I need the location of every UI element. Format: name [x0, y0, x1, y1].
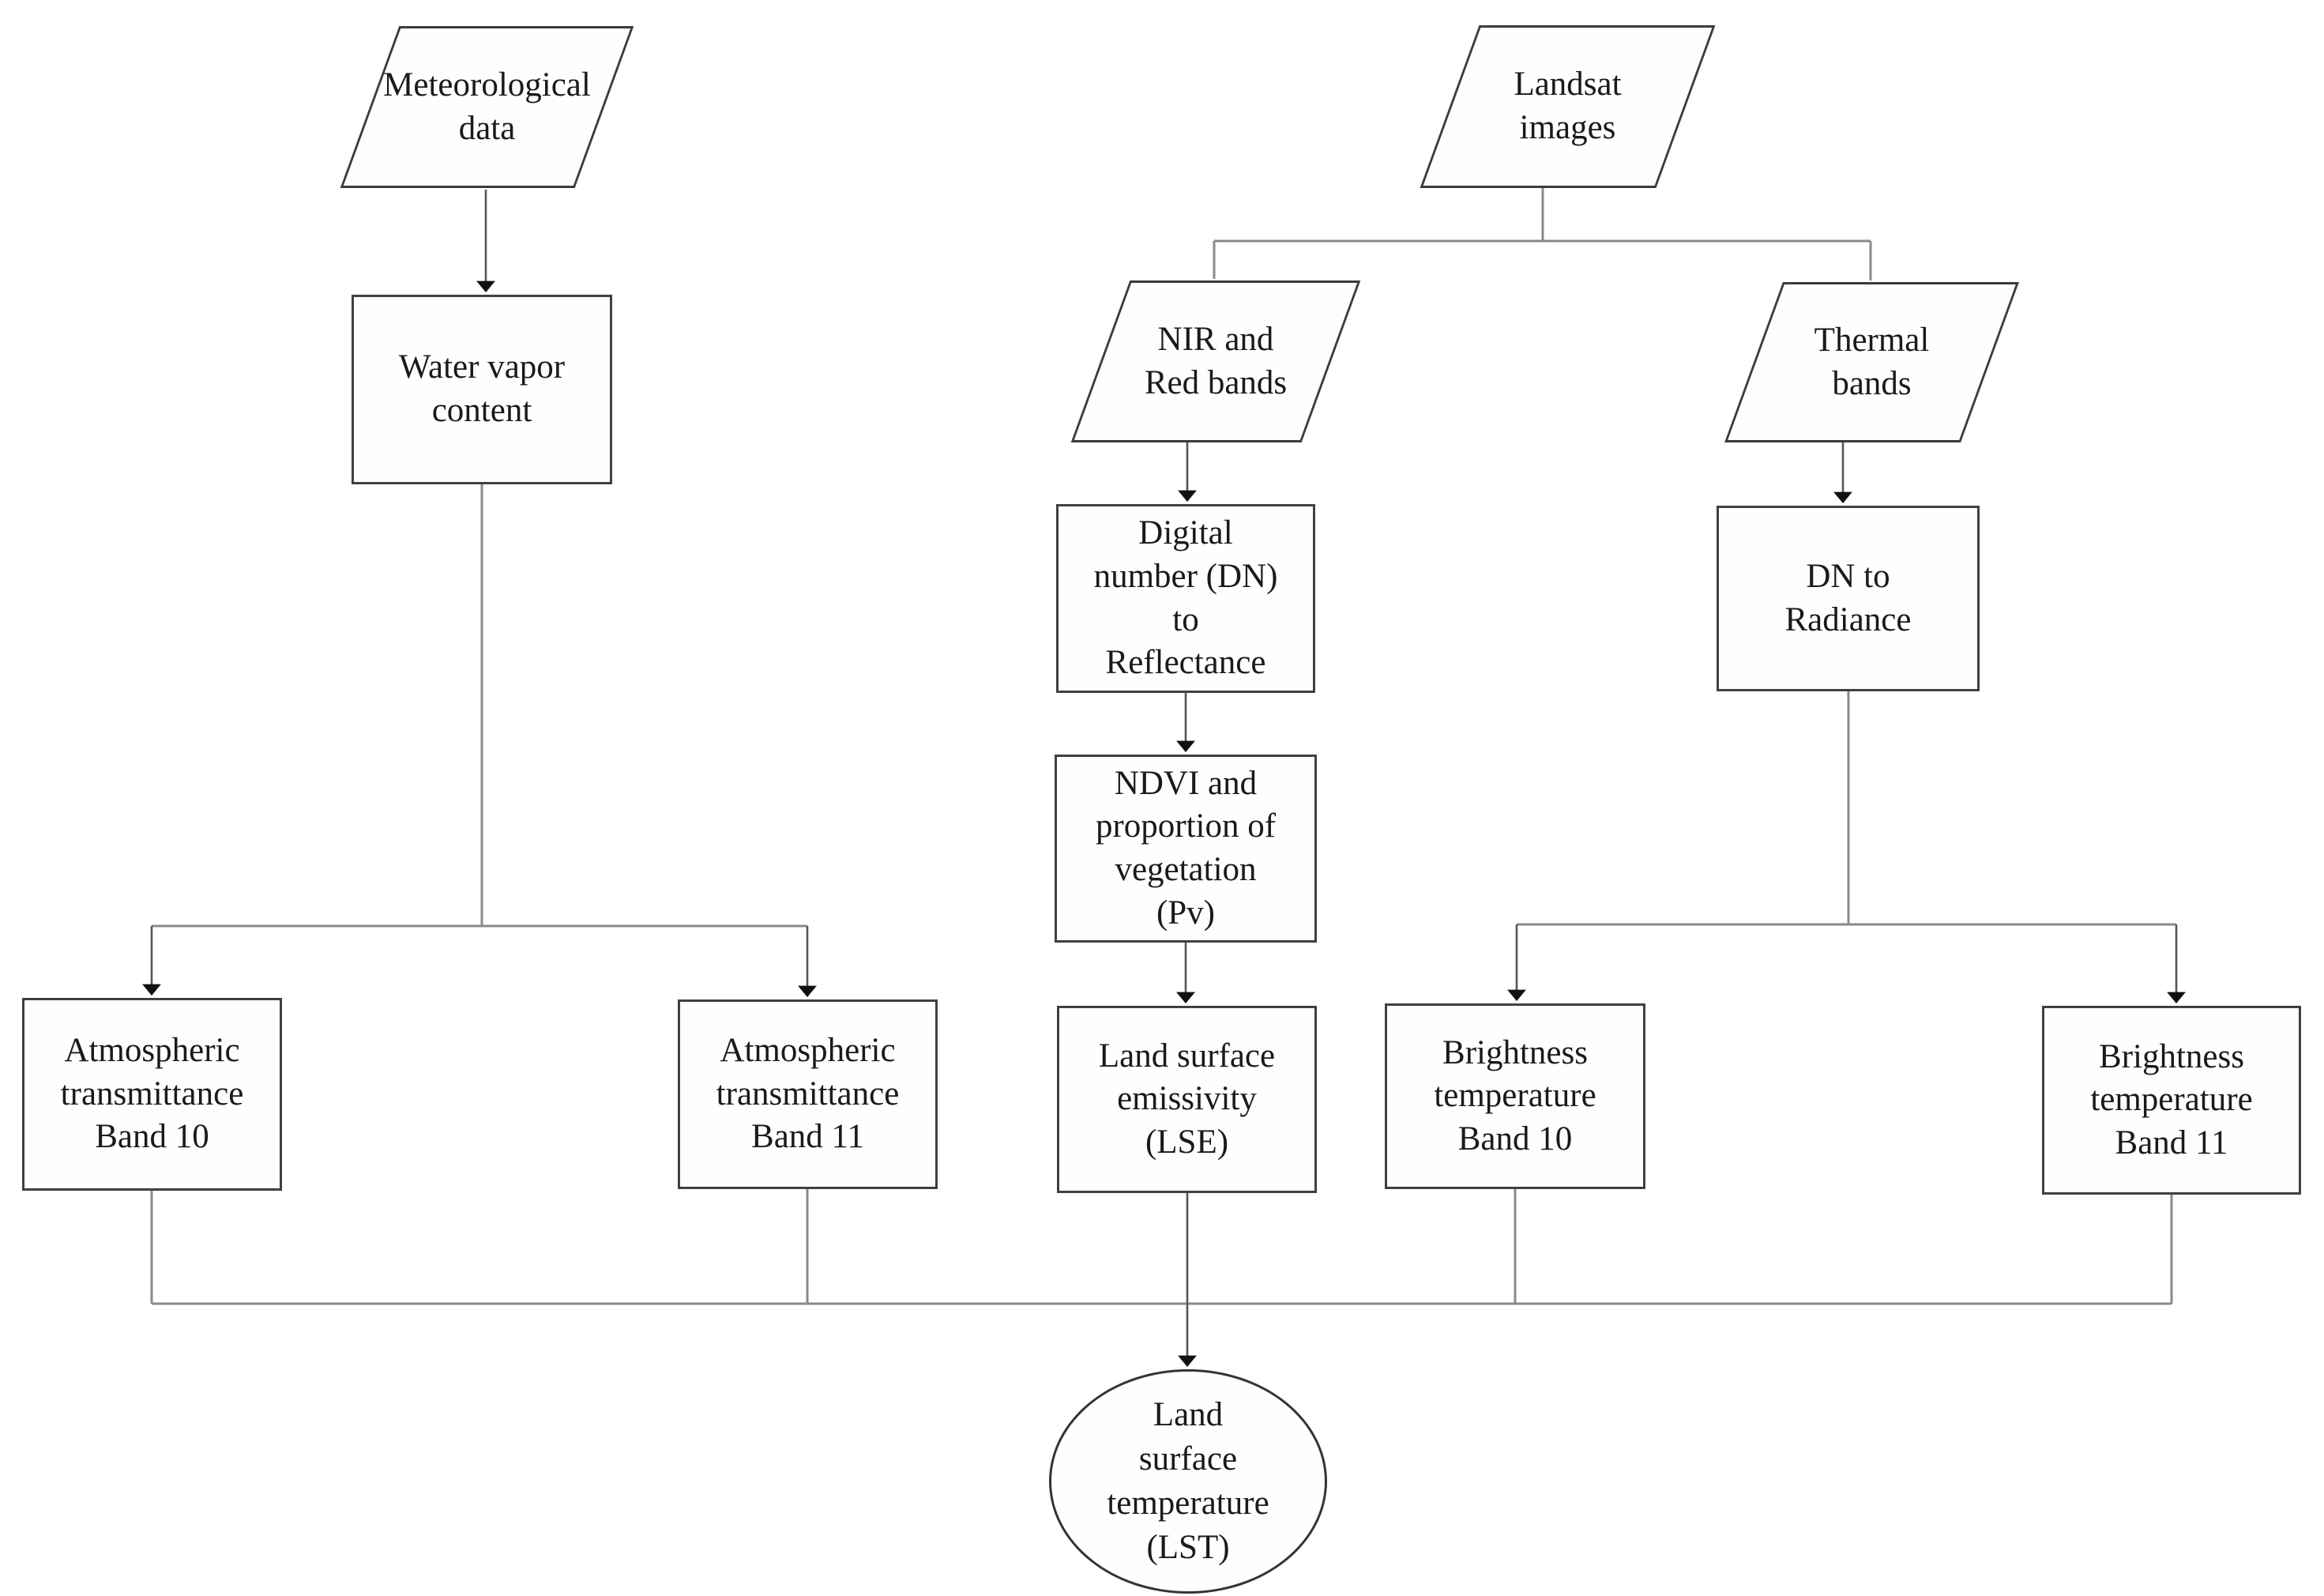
node-label: Meteorological data	[383, 66, 591, 147]
node-label: Brightness temperature Band 11	[2090, 1037, 2253, 1161]
node-brightness-temperature-band11: Brightness temperature Band 11	[2042, 1006, 2301, 1195]
node-atmospheric-transmittance-band11: Atmospheric transmittance Band 11	[678, 999, 938, 1189]
node-label: Land surface emissivity (LSE)	[1098, 1037, 1276, 1161]
node-label: Water vapor content	[398, 348, 566, 429]
node-label: Atmospheric transmittance Band 10	[60, 1032, 244, 1156]
node-label: Digital number (DN) to Reflectance	[1093, 514, 1278, 682]
node-label: NIR and Red bands	[1144, 320, 1288, 401]
node-label: Atmospheric transmittance Band 11	[716, 1032, 900, 1156]
node-water-vapor-content: Water vapor content	[352, 295, 612, 484]
node-label: NDVI and proportion of vegetation (Pv)	[1095, 764, 1277, 932]
node-nir-and-red-bands: NIR and Red bands	[1070, 280, 1361, 442]
node-brightness-temperature-band10: Brightness temperature Band 10	[1385, 1003, 1645, 1189]
node-label: Landsat images	[1514, 66, 1622, 146]
node-dn-to-radiance: DN to Radiance	[1717, 506, 1980, 691]
node-label: Brightness temperature Band 10	[1434, 1033, 1596, 1157]
node-label: Land surface temperature (LST)	[1107, 1396, 1269, 1566]
node-landsat-images: Landsat images	[1420, 25, 1716, 188]
node-land-surface-temperature: Land surface temperature (LST)	[1049, 1369, 1327, 1594]
node-label: Thermal bands	[1814, 321, 1930, 402]
node-thermal-bands: Thermal bands	[1724, 282, 2020, 442]
node-land-surface-emissivity: Land surface emissivity (LSE)	[1057, 1006, 1317, 1193]
node-label: DN to Radiance	[1784, 557, 1912, 638]
node-dn-to-reflectance: Digital number (DN) to Reflectance	[1056, 504, 1315, 693]
node-atmospheric-transmittance-band10: Atmospheric transmittance Band 10	[22, 998, 282, 1191]
node-meteorological-data: Meteorological data	[340, 26, 634, 188]
node-ndvi-proportion-of-vegetation: NDVI and proportion of vegetation (Pv)	[1055, 755, 1317, 943]
